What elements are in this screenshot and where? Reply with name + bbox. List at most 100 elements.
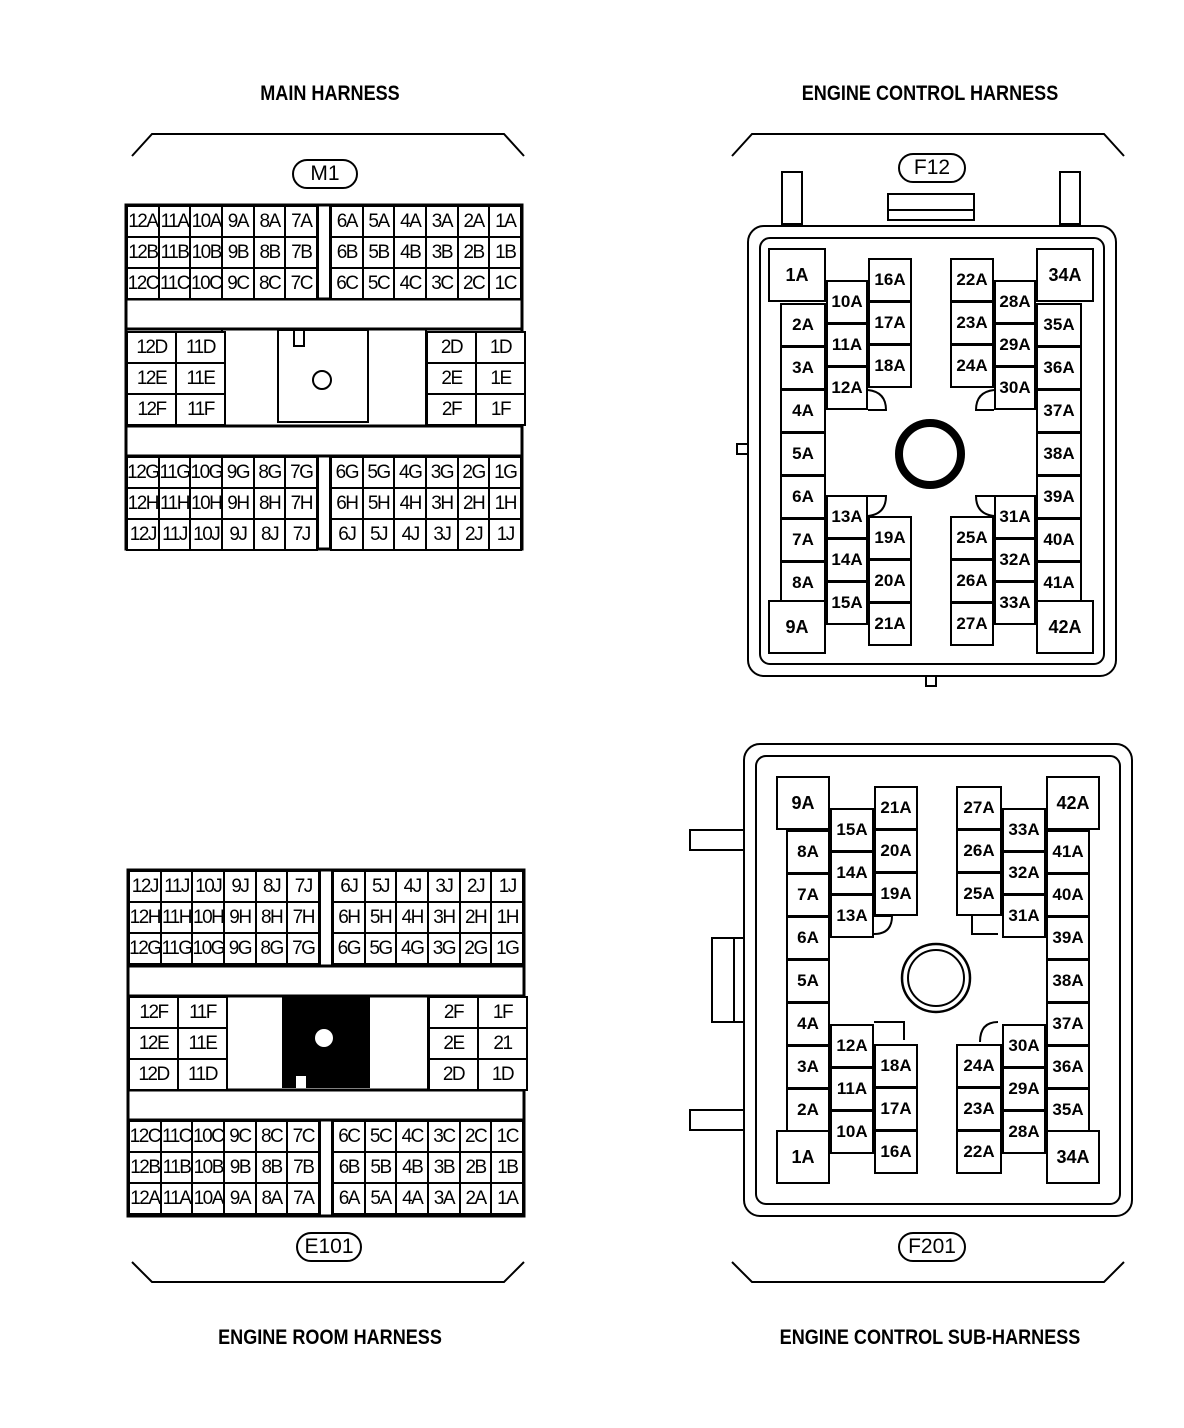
terminal-4B: 4B xyxy=(395,238,426,267)
terminal-12F: 12F xyxy=(130,998,177,1027)
terminal-6G: 6G xyxy=(334,934,364,963)
pin-6A: 6A xyxy=(780,475,826,519)
pin-7A: 7A xyxy=(780,518,826,562)
terminal-2D: 2D xyxy=(428,333,475,362)
terminal-5A: 5A xyxy=(363,207,394,236)
terminal-4A: 4A xyxy=(395,207,426,236)
pin-23A: 23A xyxy=(950,301,994,345)
pin-8A: 8A xyxy=(786,830,830,874)
terminal-3G: 3G xyxy=(427,458,457,487)
terminal-11J: 11J xyxy=(159,520,190,549)
terminal-12C: 12C xyxy=(130,1122,162,1151)
terminal-2J: 2J xyxy=(460,872,491,901)
pin-33A: 33A xyxy=(994,581,1036,625)
pin-33A: 33A xyxy=(1002,808,1046,852)
pin-6A: 6A xyxy=(786,916,830,960)
pin-31A: 31A xyxy=(1002,894,1046,938)
terminal-4H: 4H xyxy=(395,489,426,518)
terminal-10J: 10J xyxy=(191,520,222,549)
pin-22A: 22A xyxy=(956,1130,1002,1174)
terminal-7H: 7H xyxy=(286,489,317,518)
terminal-11G: 11G xyxy=(162,934,193,963)
terminal-12G: 12G xyxy=(129,934,162,963)
terminal-1J: 1J xyxy=(490,520,521,549)
terminal-5C: 5C xyxy=(363,269,394,298)
terminal-12H: 12H xyxy=(128,489,160,518)
terminal-1B: 1B xyxy=(492,1153,523,1182)
pin-1A: 1A xyxy=(768,248,826,302)
pin-5A: 5A xyxy=(780,432,826,476)
terminal-12H: 12H xyxy=(130,903,162,932)
terminal-3J: 3J xyxy=(427,520,457,549)
terminal-12J: 12J xyxy=(128,520,158,549)
terminal-5B: 5B xyxy=(365,1153,396,1182)
terminal-3J: 3J xyxy=(429,872,459,901)
terminal-7H: 7H xyxy=(288,903,319,932)
pin-26A: 26A xyxy=(956,829,1002,873)
terminal-9H: 9H xyxy=(225,903,255,932)
pin-28A: 28A xyxy=(1002,1110,1046,1154)
terminal-1E: 1E xyxy=(477,364,524,393)
pin-4A: 4A xyxy=(786,1002,830,1046)
terminal-4G: 4G xyxy=(397,934,428,963)
terminal-2J: 2J xyxy=(458,520,489,549)
pin-37A: 37A xyxy=(1036,389,1082,433)
engine-control-sub-harness-title: ENGINE CONTROL SUB-HARNESS xyxy=(779,1326,1081,1349)
terminal-12J: 12J xyxy=(130,872,160,901)
terminal-4C: 4C xyxy=(395,269,426,298)
pin-2A: 2A xyxy=(786,1088,830,1132)
terminal-10C: 10C xyxy=(193,1122,225,1151)
pin-25A: 25A xyxy=(956,872,1002,916)
terminal-3B: 3B xyxy=(427,238,457,267)
pin-40A: 40A xyxy=(1046,873,1090,917)
terminal-1A: 1A xyxy=(490,207,521,236)
terminal-8G: 8G xyxy=(254,458,285,487)
pin-15A: 15A xyxy=(826,581,868,625)
pin-27A: 27A xyxy=(956,786,1002,830)
terminal-1A: 1A xyxy=(492,1184,523,1213)
pin-5A: 5A xyxy=(786,959,830,1003)
terminal-2C: 2C xyxy=(460,1122,491,1151)
terminal-3A: 3A xyxy=(429,1184,459,1213)
pin-1A: 1A xyxy=(776,1130,830,1184)
connector-id-e101: E101 xyxy=(296,1232,362,1262)
pin-14A: 14A xyxy=(826,538,868,582)
terminal-5A: 5A xyxy=(365,1184,396,1213)
terminal-1G: 1G xyxy=(492,934,523,963)
terminal-2D: 2D xyxy=(430,1060,477,1089)
terminal-2H: 2H xyxy=(458,489,489,518)
pin-14A: 14A xyxy=(830,851,874,895)
terminal-6C: 6C xyxy=(334,1122,364,1151)
terminal-6C: 6C xyxy=(332,269,362,298)
terminal-11J: 11J xyxy=(161,872,192,901)
pin-2A: 2A xyxy=(780,303,826,347)
pin-42A: 42A xyxy=(1036,600,1094,654)
pin-36A: 36A xyxy=(1036,346,1082,390)
terminal-5G: 5G xyxy=(363,458,394,487)
terminal-9C: 9C xyxy=(223,269,253,298)
terminal-3G: 3G xyxy=(429,934,459,963)
terminal-5B: 5B xyxy=(363,238,394,267)
terminal-10A: 10A xyxy=(193,1184,224,1213)
terminal-4J: 4J xyxy=(397,872,428,901)
pin-25A: 25A xyxy=(950,516,994,560)
pin-15A: 15A xyxy=(830,808,874,852)
terminal-8A: 8A xyxy=(254,207,285,236)
pin-40A: 40A xyxy=(1036,518,1082,562)
pin-19A: 19A xyxy=(868,516,912,560)
pin-17A: 17A xyxy=(874,1087,918,1131)
terminal-11F: 11F xyxy=(177,395,224,424)
terminal-6H: 6H xyxy=(334,903,364,932)
terminal-11H: 11H xyxy=(159,489,190,518)
terminal-9H: 9H xyxy=(223,489,253,518)
terminal-9B: 9B xyxy=(225,1153,255,1182)
terminal-7B: 7B xyxy=(286,238,317,267)
terminal-12D: 12D xyxy=(130,1060,177,1089)
pin-37A: 37A xyxy=(1046,1002,1090,1046)
